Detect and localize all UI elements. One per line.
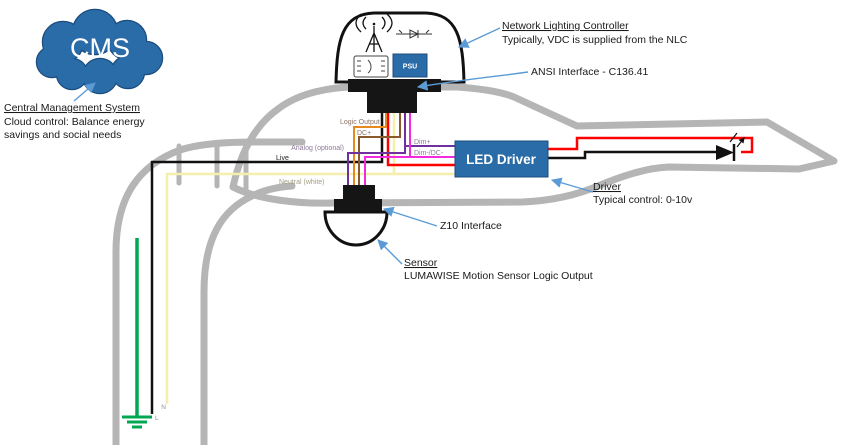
sensor-arrow — [377, 239, 403, 265]
wire-label-live: Live — [276, 155, 289, 162]
led-driver-label: LED Driver — [466, 152, 537, 167]
sensor-dome — [323, 210, 389, 247]
cms-cloud: CMS — [35, 8, 164, 95]
wire-label-logic-output: Logic Output — [340, 119, 380, 126]
cms-desc-line1: Cloud control: Balance energy — [4, 116, 145, 128]
psu-label: PSU — [403, 64, 417, 71]
z10-label: Z10 Interface — [440, 220, 502, 232]
cms-arrow — [73, 82, 96, 102]
photocell-icon — [396, 29, 432, 39]
nlc-desc: Typically, VDC is supplied from the NLC — [502, 34, 688, 46]
nlc-base-lower — [367, 91, 417, 113]
sensor-desc: LUMAWISE Motion Sensor Logic Output — [404, 270, 593, 282]
z10-base-lower — [334, 199, 382, 213]
connector-icon — [353, 55, 389, 78]
driver-desc: Typical control: 0-10v — [593, 194, 693, 206]
cms-desc-line2: savings and social needs — [4, 129, 121, 141]
cms-cloud-label: CMS — [70, 33, 130, 63]
wire-logic-output — [353, 113, 387, 186]
nlc-title: Network Lighting Controller — [502, 20, 629, 32]
luminaire-housing-outline — [229, 83, 838, 207]
nlc-dome — [334, 11, 466, 84]
wire-red-power — [386, 113, 754, 167]
ground-icon — [122, 415, 152, 429]
wire-label-neutral: Neutral (white) — [279, 179, 325, 186]
z10-base-upper — [343, 185, 375, 201]
led-diode-icon — [716, 133, 744, 161]
sensor-title: Sensor — [404, 257, 438, 269]
wire-label-dim-minus: Dim-/DC- — [414, 150, 444, 157]
wire-label-n: N — [161, 404, 166, 411]
pole-right-outline — [200, 182, 296, 445]
cms-title: Central Management System — [4, 102, 140, 114]
luminaire-outline-group — [112, 83, 838, 445]
driver-arrow — [550, 177, 594, 193]
wire-dim-minus — [364, 113, 456, 186]
wire-label-dim-plus: Dim+ — [414, 139, 431, 146]
driver-title: Driver — [593, 181, 622, 193]
wire-label-dc-plus: DC+ — [357, 130, 371, 137]
psu-box — [392, 53, 428, 78]
antenna-icon — [355, 13, 393, 53]
wire-label-analog: Analog (optional) — [291, 145, 344, 152]
led-driver-box — [454, 140, 549, 178]
wire-label-l: L — [155, 415, 159, 422]
wire-black-led-return — [548, 150, 716, 160]
ansi-arrow — [416, 71, 529, 91]
wire-dc-plus — [358, 113, 401, 186]
ansi-label: ANSI Interface - C136.41 — [531, 66, 648, 78]
wire-dim-plus-analog — [347, 113, 456, 186]
annotation-arrows — [73, 27, 594, 265]
nlc-arrow — [458, 27, 501, 48]
z10-arrow — [383, 206, 438, 227]
